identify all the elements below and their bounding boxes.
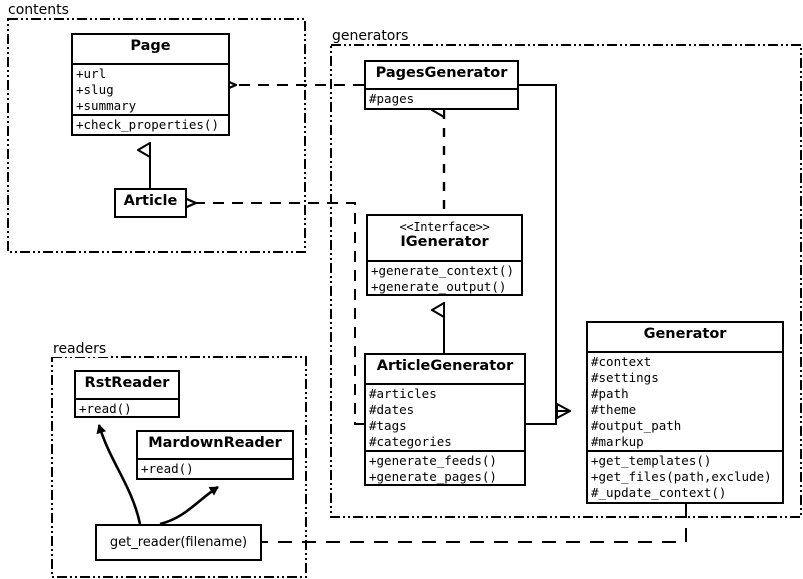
class-rst-reader-methods: +read(): [76, 398, 178, 416]
attribute: +url: [76, 66, 107, 81]
attribute: +slug: [76, 82, 114, 97]
package-frame-generators: [330, 44, 802, 518]
relation-articlegenerator-uses-article: [196, 203, 364, 425]
class-article[interactable]: Article: [114, 188, 187, 218]
class-igenerator-title: <<Interface>> IGenerator: [368, 216, 521, 260]
attribute: #context: [591, 354, 652, 369]
method: #_update_context(): [591, 485, 727, 500]
method: +read(): [141, 461, 194, 476]
relation-get-reader-returns-mardownreader: [159, 485, 219, 526]
class-rst-reader[interactable]: RstReader +read(): [74, 370, 180, 418]
class-generator-title: Generator: [643, 326, 727, 342]
attribute: #pages: [369, 91, 415, 106]
class-pages-generator-title: PagesGenerator: [375, 65, 508, 81]
method: +generate_feeds(): [369, 453, 497, 468]
method: +generate_pages(): [369, 469, 497, 484]
attribute: +summary: [76, 98, 137, 113]
class-igenerator-stereotype: <<Interface>>: [399, 220, 490, 234]
class-igenerator-name: IGenerator: [400, 234, 489, 251]
class-article-generator-methods: +generate_feeds() +generate_pages(): [366, 450, 524, 484]
function-node-get-reader-label: get_reader(filename): [109, 535, 248, 550]
class-page[interactable]: Page +url +slug +summary +check_properti…: [71, 33, 230, 136]
attribute: #articles: [369, 386, 437, 401]
class-igenerator-methods: +generate_context() +generate_output(): [368, 260, 521, 294]
class-rst-reader-title: RstReader: [84, 375, 170, 391]
method: +get_files(path,exclude): [591, 469, 772, 484]
method: +get_templates(): [591, 453, 712, 468]
package-frame-readers: [51, 356, 307, 578]
package-label-generators: generators: [330, 28, 411, 44]
attribute: #dates: [369, 402, 415, 417]
method: +generate_context(): [371, 263, 514, 278]
class-pages-generator-attributes: #pages: [366, 88, 517, 108]
relation-get-reader-returns-rstreader: [96, 424, 142, 525]
class-generator-attributes: #context #settings #path #theme #output_…: [588, 351, 782, 450]
package-label-contents: contents: [6, 2, 71, 18]
class-mardown-reader-title: MardownReader: [148, 435, 282, 451]
method: +read(): [79, 401, 132, 416]
relation-generator-uses-get-reader: [262, 504, 687, 542]
class-pages-generator[interactable]: PagesGenerator #pages: [364, 60, 519, 110]
class-page-attributes: +url +slug +summary: [73, 63, 228, 114]
relation-pagesgenerator-inherits-generator: [519, 84, 570, 411]
method: +check_properties(): [76, 117, 219, 132]
class-generator[interactable]: Generator #context #settings #path #them…: [586, 321, 784, 504]
class-mardown-reader[interactable]: MardownReader +read(): [136, 430, 294, 480]
relation-articlegenerator-inherits-generator: [526, 410, 570, 425]
class-generator-methods: +get_templates() +get_files(path,exclude…: [588, 450, 782, 502]
package-label-readers: readers: [51, 341, 109, 357]
attribute: #tags: [369, 418, 407, 433]
attribute: #markup: [591, 434, 644, 449]
attribute: #output_path: [591, 418, 682, 433]
package-frame-contents: [7, 18, 306, 253]
method: +generate_output(): [371, 279, 507, 294]
class-article-generator[interactable]: ArticleGenerator #articles #dates #tags …: [364, 353, 526, 486]
attribute: #categories: [369, 434, 452, 449]
class-igenerator[interactable]: <<Interface>> IGenerator +generate_conte…: [366, 214, 523, 296]
class-article-generator-title: ArticleGenerator: [376, 358, 514, 374]
function-node-get-reader[interactable]: get_reader(filename): [95, 524, 262, 561]
attribute: #settings: [591, 370, 659, 385]
class-mardown-reader-methods: +read(): [138, 458, 292, 478]
class-article-title: Article: [123, 193, 178, 209]
class-page-methods: +check_properties(): [73, 114, 228, 134]
attribute: #path: [591, 386, 629, 401]
class-article-generator-attributes: #articles #dates #tags #categories: [366, 383, 524, 450]
class-page-title: Page: [130, 38, 171, 54]
attribute: #theme: [591, 402, 637, 417]
